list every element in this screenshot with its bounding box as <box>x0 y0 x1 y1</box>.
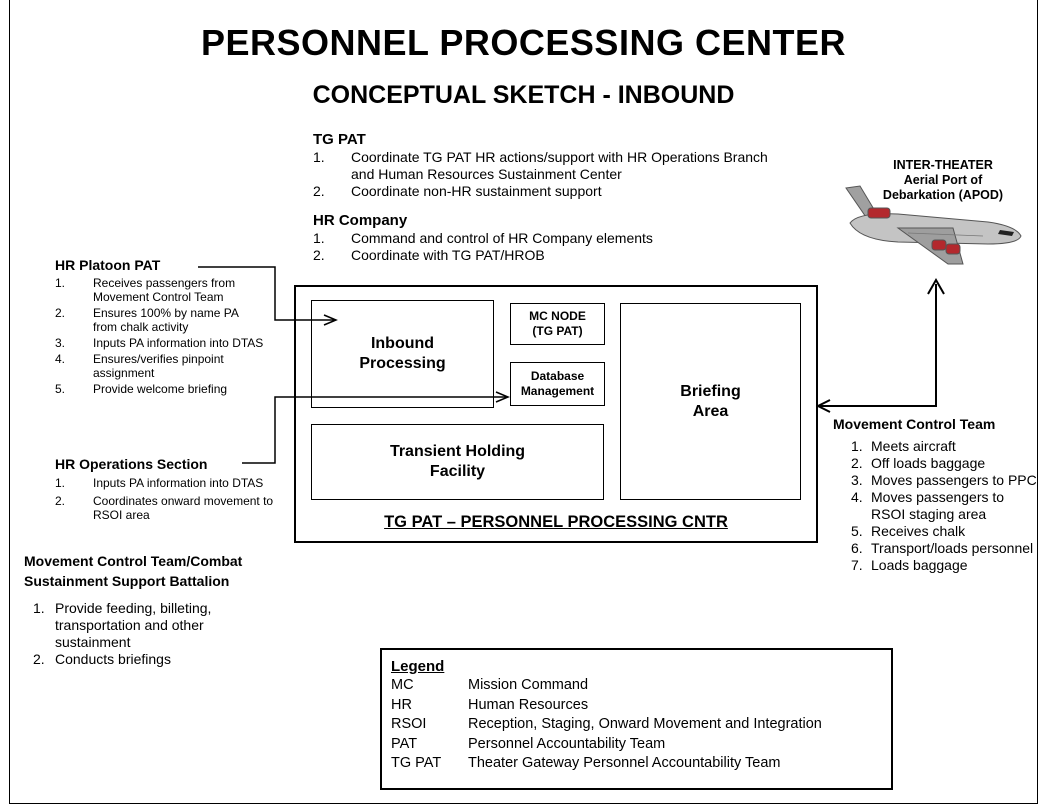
hr-platoon-item: 2.Ensures 100% by name PA from chalk act… <box>55 306 239 334</box>
page-subtitle: CONCEPTUAL SKETCH - INBOUND <box>312 81 735 109</box>
hr-company-heading: HR Company <box>313 212 408 229</box>
mc-node-label: MC NODE (TG PAT) <box>529 309 586 338</box>
mc-node-box: MC NODE (TG PAT) <box>510 303 605 345</box>
mct-item: 5.Receives chalk <box>851 523 966 539</box>
apod-label: INTER-THEATER Aerial Port of Debarkation… <box>882 158 1004 202</box>
hr-platoon-section: HR Platoon PAT 1.Receives passengers fro… <box>55 257 295 396</box>
arrow-to-plane <box>815 277 945 413</box>
mct-heading: Movement Control Team <box>833 416 996 432</box>
hr-company-list: 1. Command and control of HR Company ele… <box>313 230 793 264</box>
hr-platoon-list: 1.Receives passengers from Movement Cont… <box>55 276 295 396</box>
database-label: Database Management <box>520 369 595 398</box>
briefing-area-label: Briefing Area <box>680 382 741 420</box>
hr-platoon-item: 1.Receives passengers from Movement Cont… <box>55 276 236 304</box>
mct-combat-heading: Movement Control Team/Combat Sustainment… <box>24 553 243 589</box>
mct-item: 6.Transport/loads personnel <box>851 540 1034 556</box>
mct-list: 1.Meets aircraft 2.Off loads baggage 3.M… <box>833 438 1038 574</box>
tgpat-heading: TG PAT <box>313 131 366 148</box>
mct-item: 3.Moves passengers to PPC <box>851 472 1037 488</box>
tgpat-item: 1. Coordinate TG PAT HR actions/support … <box>313 149 768 182</box>
airplane-icon <box>845 185 1022 265</box>
hr-platoon-heading: HR Platoon PAT <box>55 257 161 273</box>
hr-ops-heading: HR Operations Section <box>55 456 208 472</box>
tgpat-section: TG PAT 1. Coordinate TG PAT HR actions/s… <box>313 131 793 200</box>
mct-combat-list: 1.Provide feeding, billeting, transporta… <box>24 600 294 668</box>
hr-platoon-item: 3.Inputs PA information into DTAS <box>55 336 264 350</box>
hr-platoon-item: 5.Provide welcome briefing <box>55 382 228 396</box>
transient-holding-label: Transient Holding Facility <box>389 443 526 480</box>
mct-item: 2.Off loads baggage <box>851 455 986 471</box>
mct-combat-item: 1.Provide feeding, billeting, transporta… <box>33 600 212 650</box>
legend-heading: Legend <box>391 658 445 675</box>
facility-caption: TG PAT – PERSONNEL PROCESSING CNTR <box>384 513 728 531</box>
mct-combat-item: 2.Conducts briefings <box>33 651 171 667</box>
tgpat-list: 1. Coordinate TG PAT HR actions/support … <box>313 149 793 200</box>
hr-company-item: 1. Command and control of HR Company ele… <box>313 230 653 246</box>
mct-item: 4.Moves passengers to RSOI staging area <box>851 489 1005 522</box>
briefing-area-box: Briefing Area <box>620 303 801 500</box>
mct-combat-section: Movement Control Team/Combat Sustainment… <box>24 551 294 668</box>
tgpat-item: 2. Coordinate non-HR sustainment support <box>313 183 602 199</box>
mct-item: 1.Meets aircraft <box>851 438 956 454</box>
hr-ops-list: 1.Inputs PA information into DTAS 2.Coor… <box>55 476 295 522</box>
page-title: PERSONNEL PROCESSING CENTER <box>201 22 846 63</box>
hr-company-section: HR Company 1. Command and control of HR … <box>313 212 793 264</box>
hr-ops-item: 2.Coordinates onward movement to RSOI ar… <box>55 494 274 522</box>
transient-holding-box: Transient Holding Facility <box>311 424 604 500</box>
inbound-processing-box: Inbound Processing <box>311 300 494 408</box>
hr-platoon-item: 4.Ensures/verifies pinpoint assignment <box>55 352 224 380</box>
mct-section: Movement Control Team 1.Meets aircraft 2… <box>833 416 1038 574</box>
hr-ops-section: HR Operations Section 1.Inputs PA inform… <box>55 456 295 522</box>
hr-ops-item: 1.Inputs PA information into DTAS <box>55 476 264 490</box>
mct-item: 7.Loads baggage <box>851 557 968 573</box>
inbound-processing-label: Inbound Processing <box>359 335 446 372</box>
database-box: Database Management <box>510 362 605 406</box>
hr-company-item: 2. Coordinate with TG PAT/HROB <box>313 247 545 263</box>
